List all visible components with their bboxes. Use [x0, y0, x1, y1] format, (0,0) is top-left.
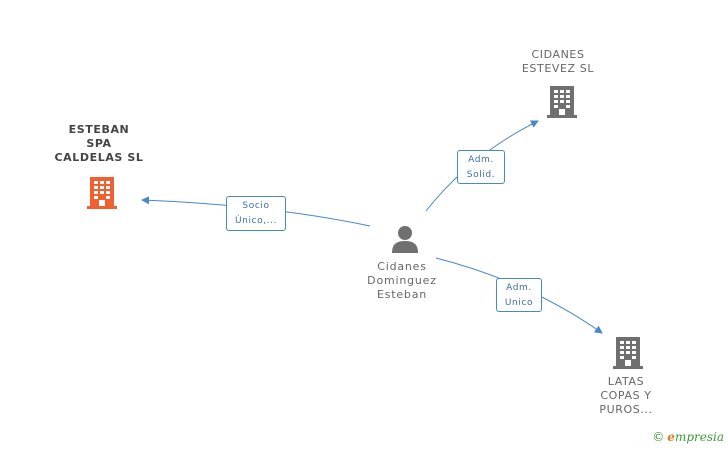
label-line: Unico	[504, 298, 534, 308]
company-label-esteban[interactable]: ESTEBAN SPA CALDELAS SL	[44, 123, 154, 165]
person-label[interactable]: Cidanes Dominguez Esteban	[352, 260, 452, 302]
label-line: CALDELAS SL	[54, 151, 144, 164]
company-label-latas[interactable]: LATAS COPAS Y PUROS...	[578, 375, 674, 417]
label-line: Cidanes	[377, 260, 427, 273]
person-icon[interactable]	[390, 224, 420, 254]
label-line: Dominguez	[367, 274, 437, 287]
company-label-cidanes-estevez[interactable]: CIDANES ESTEVEZ SL	[508, 48, 608, 76]
label-line: Adm.	[468, 155, 494, 165]
building-icon[interactable]	[546, 83, 578, 119]
edge-label-adm-unico[interactable]: Adm. Unico	[496, 278, 542, 312]
building-icon[interactable]	[612, 334, 644, 370]
label-line: Adm.	[506, 283, 532, 293]
empresia-credit[interactable]: ©empresia	[652, 430, 724, 444]
building-icon[interactable]	[86, 174, 118, 210]
edge-label-socio[interactable]: Socio Único,...	[226, 196, 286, 231]
edge-label-adm-solid[interactable]: Adm. Solid.	[457, 150, 505, 184]
label-line: ESTEBAN	[68, 123, 130, 136]
label-line: Socio	[242, 201, 270, 211]
label-line: LATAS	[607, 375, 645, 388]
label-line: COPAS Y	[600, 389, 652, 402]
copyright-symbol: ©	[652, 430, 665, 444]
label-line: CIDANES	[531, 48, 585, 61]
label-line: ESTEVEZ SL	[521, 62, 595, 75]
label-line: Solid.	[466, 170, 496, 180]
brand-initial: e	[667, 430, 675, 444]
label-line: SPA	[86, 137, 112, 150]
brand-name: mpresia	[674, 430, 724, 444]
label-line: Único,...	[234, 216, 278, 226]
label-line: Esteban	[376, 288, 428, 301]
label-line: PUROS...	[599, 403, 653, 416]
